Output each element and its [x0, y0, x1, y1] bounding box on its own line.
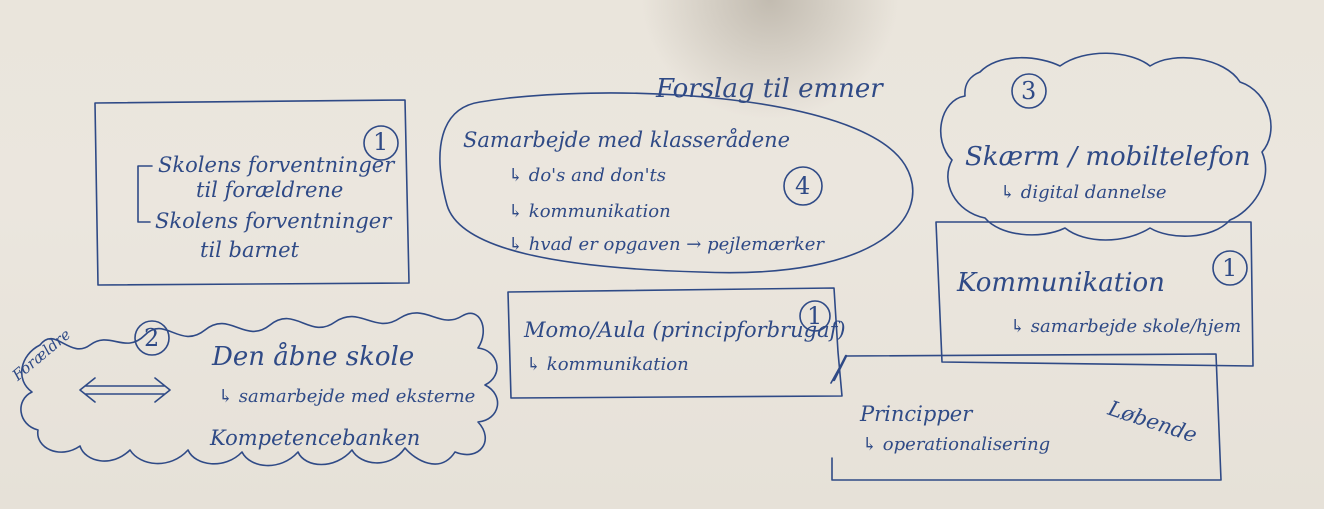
topic-line: ↳ samarbejde skole/hjem	[1010, 316, 1242, 337]
cloud-topic-3	[939, 52, 1272, 241]
topic-number: 2	[144, 324, 160, 352]
box-topic-1	[94, 99, 410, 286]
topic-line: til barnet	[200, 238, 299, 262]
circle-number-1c	[1212, 250, 1248, 286]
topic-number: 1	[807, 302, 823, 330]
topic-heading: Principper	[860, 402, 973, 426]
topic-heading: Den åbne skole	[212, 342, 415, 372]
topic-number: 3	[1021, 77, 1037, 105]
topic-heading: Kommunikation	[957, 268, 1165, 298]
topic-line: ↳ hvad er opgaven → pejlemærker	[508, 234, 824, 255]
topic-line: ↳ kommunikation	[508, 201, 671, 222]
topic-heading: Skærm / mobiltelefon	[965, 142, 1251, 172]
topic-line: ↳ operationalisering	[862, 434, 1051, 455]
page-title: Forslag til emner	[656, 74, 883, 104]
circle-number-2	[134, 320, 170, 356]
topic-number: 1	[373, 128, 389, 156]
box-topic-aula	[507, 287, 843, 399]
topic-line: ↳ kommunikation	[526, 354, 689, 375]
ellipse-topic-4	[439, 92, 914, 274]
topic-number: 1	[1222, 254, 1238, 282]
box-topic-kommunikation	[935, 221, 1254, 367]
circle-number-3	[1011, 73, 1047, 109]
topic-line: Skolens forventninger	[155, 209, 392, 233]
circle-number-1b	[799, 300, 831, 332]
topic-line: Skolens forventninger	[158, 153, 395, 177]
starburst-topic-2	[20, 312, 499, 467]
topic-number: 4	[795, 172, 811, 200]
double-arrow	[79, 377, 171, 403]
topic-line: ↳ samarbejde med eksterne	[218, 386, 476, 407]
topic-heading: Samarbejde med klasserådene	[463, 128, 791, 152]
topic-line: Kompetencebanken	[210, 426, 421, 450]
bracket	[137, 165, 153, 223]
topic-heading: Momo/Aula (principforbrugaf)	[524, 318, 846, 342]
topic-line: ↳ digital dannelse	[1000, 182, 1167, 203]
circle-number-4	[783, 166, 823, 206]
topic-line: til forældrene	[196, 178, 344, 202]
circle-number-1a	[363, 125, 399, 161]
topic-line: ↳ do's and don'ts	[508, 165, 667, 186]
